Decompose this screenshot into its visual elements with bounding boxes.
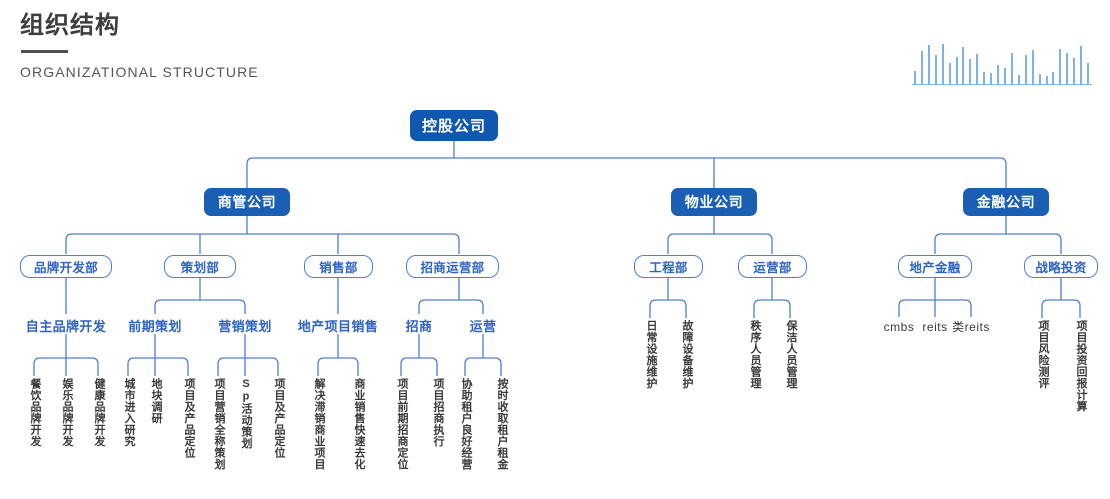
leaf-product-positioning-a: 项目及产品定位 (183, 378, 195, 459)
leaf-cmbs: cmbs (883, 320, 915, 334)
node-operations-dept[interactable]: 运营部 (738, 255, 807, 278)
leaf-city-entry-research: 城市进入研究 (123, 378, 135, 447)
decorative-bar (948, 63, 951, 85)
leaf-fast-commercial-sales: 商业销售快速去化 (353, 378, 365, 470)
decorative-bar (927, 45, 930, 85)
decorative-bar (990, 73, 993, 85)
decorative-bar (920, 51, 923, 85)
node-pre-planning[interactable]: 前期策划 (128, 318, 182, 334)
decorative-bar-graphic (912, 40, 1092, 85)
node-realestate-project-sales[interactable]: 地产项目销售 (297, 318, 379, 334)
node-engineering-dept[interactable]: 工程部 (634, 255, 703, 278)
decorative-bar (962, 47, 965, 85)
leaf-land-survey: 地块调研 (150, 378, 162, 424)
node-finance-company[interactable]: 金融公司 (963, 188, 1049, 216)
leaf-order-staff-management: 秩序人员管理 (749, 320, 761, 389)
leaf-project-risk-evaluation: 项目风险测评 (1037, 320, 1049, 389)
leaf-assist-tenant-operation: 协助租户良好经营 (460, 378, 472, 470)
decorative-bar (1031, 50, 1034, 85)
leaf-fb-brand-development: 餐饮品牌开发 (29, 378, 41, 447)
decorative-baseline (912, 83, 1092, 85)
leaf-health-brand-development: 健康品牌开发 (93, 378, 105, 447)
decorative-bar (1059, 49, 1062, 85)
node-holding-company[interactable]: 控股公司 (410, 110, 498, 141)
decorative-bar (1004, 68, 1006, 85)
node-marketing-planning[interactable]: 营销策划 (218, 318, 272, 334)
title-underline (21, 50, 68, 53)
leaf-quasi-reits: 类reits (952, 320, 990, 334)
page-subtitle: ORGANIZATIONAL STRUCTURE (20, 64, 259, 80)
decorative-bar (934, 55, 937, 85)
node-property-company[interactable]: 物业公司 (671, 188, 757, 216)
decorative-bar (1017, 75, 1020, 85)
node-own-brand-development[interactable]: 自主品牌开发 (25, 318, 107, 334)
node-operation[interactable]: 运营 (469, 318, 497, 334)
node-investment-attraction[interactable]: 招商 (405, 318, 433, 334)
leaf-collect-tenant-rent: 按时收取租户租金 (496, 378, 508, 470)
decorative-bar (955, 57, 958, 85)
node-brand-development-dept[interactable]: 品牌开发部 (20, 255, 112, 278)
decorative-bar (983, 72, 986, 85)
leaf-investment-execution: 项目招商执行 (432, 378, 444, 447)
page-title: 组织结构 (20, 12, 120, 39)
decorative-bar (1045, 76, 1048, 85)
decorative-bar (1010, 53, 1013, 85)
leaf-project-roi-calculation: 项目投资回报计算 (1075, 320, 1087, 412)
node-strategic-investment[interactable]: 战略投资 (1024, 255, 1098, 278)
leaf-daily-facility-maintenance: 日常设施维护 (645, 320, 657, 389)
decorative-bar (1024, 55, 1027, 85)
leaf-product-positioning-b: 项目及产品定位 (273, 378, 285, 459)
decorative-bar (1066, 53, 1069, 85)
decorative-bar (976, 54, 979, 85)
decorative-bar (1080, 46, 1083, 85)
decorative-bar (997, 65, 1000, 85)
leaf-solve-unsold-commercial-projects: 解决滞销商业项目 (313, 378, 325, 470)
decorative-bar (969, 59, 972, 85)
decorative-bar (1038, 74, 1041, 85)
decorative-bar (1052, 72, 1055, 85)
node-sales-dept[interactable]: 销售部 (304, 255, 373, 278)
leaf-fault-equipment-maintenance: 故障设备维护 (681, 320, 693, 389)
node-planning-dept[interactable]: 策划部 (164, 255, 236, 278)
node-realestate-finance[interactable]: 地产金融 (898, 255, 972, 278)
decorative-bar (1087, 63, 1090, 85)
decorative-bar (941, 44, 944, 85)
leaf-full-marketing-planning: 项目营销全称策划 (213, 378, 225, 470)
leaf-pre-investment-positioning: 项目前期招商定位 (396, 378, 408, 470)
leaf-entertainment-brand-development: 娱乐品牌开发 (61, 378, 73, 447)
decorative-bar (1073, 58, 1076, 85)
leaf-reits: reits (922, 320, 948, 334)
node-investment-operations-dept[interactable]: 招商运营部 (406, 255, 499, 278)
decorative-bar (914, 71, 916, 85)
leaf-cleaning-staff-management: 保洁人员管理 (785, 320, 797, 389)
node-commercial-management-company[interactable]: 商管公司 (204, 188, 290, 216)
leaf-sp-activity-planning: Sp活动策划 (240, 378, 252, 449)
